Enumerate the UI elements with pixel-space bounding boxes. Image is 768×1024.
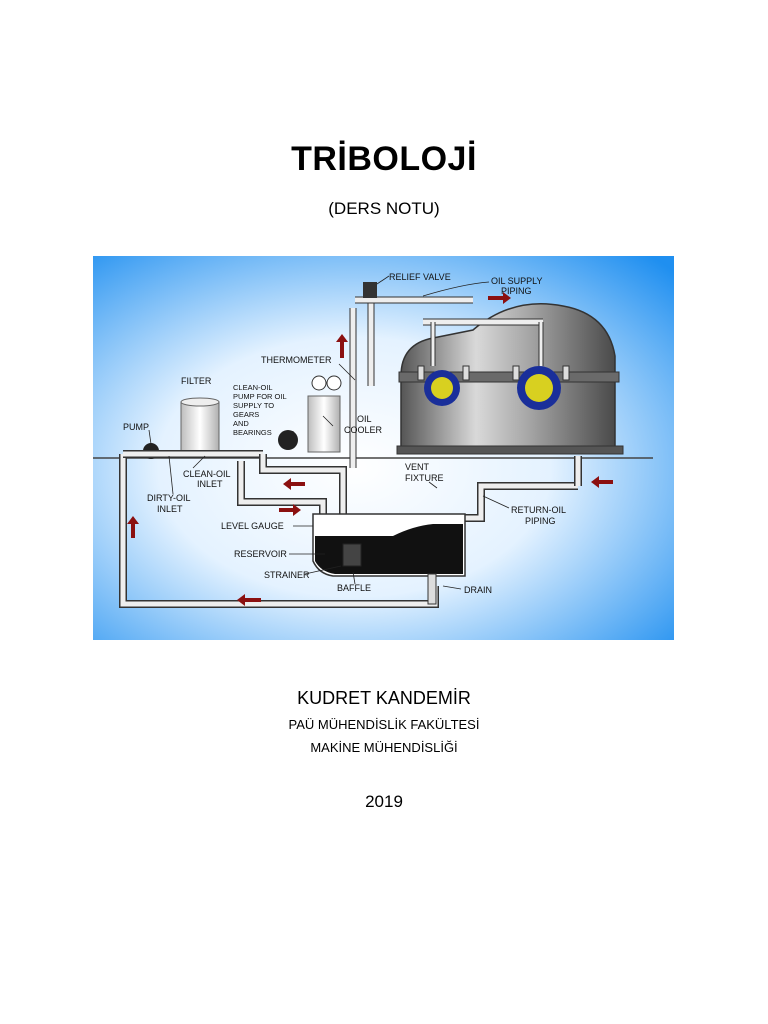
label-pump: PUMP xyxy=(123,422,149,432)
cooler-gauge-right xyxy=(326,375,342,391)
label-strainer: STRAINER xyxy=(264,570,310,580)
label-clean-oil-inlet-1: CLEAN-OIL xyxy=(183,469,231,479)
label-return-oil-piping-1: RETURN-OIL xyxy=(511,505,566,515)
label-reservoir: RESERVOIR xyxy=(234,549,287,559)
label-clean-oil-pump-3: SUPPLY TO xyxy=(233,401,274,410)
label-thermometer: THERMOMETER xyxy=(261,355,332,365)
label-relief-valve: RELIEF VALVE xyxy=(389,272,451,282)
label-dirty-oil-inlet-2: INLET xyxy=(157,504,183,514)
publication-year: 2019 xyxy=(365,792,403,811)
clean-oil-pump xyxy=(278,430,298,450)
document-subtitle: (DERS NOTU) xyxy=(328,199,440,218)
reservoir-tank xyxy=(312,513,466,605)
gear-housing xyxy=(396,303,624,455)
label-oil-supply-piping-1: OIL SUPPLY xyxy=(491,276,543,286)
label-return-oil-piping-2: PIPING xyxy=(525,516,556,526)
oil-cooler-unit xyxy=(307,395,341,453)
diagram-svg: RELIEF VALVE OIL SUPPLY PIPING THERMOMET… xyxy=(93,256,674,640)
affiliation-faculty: PAÜ MÜHENDİSLİK FAKÜLTESİ xyxy=(288,717,480,732)
label-clean-oil-pump-6: BEARINGS xyxy=(233,428,272,437)
strainer xyxy=(342,543,362,567)
oil-supply-piping xyxy=(349,296,544,468)
relief-valve-body xyxy=(363,282,377,298)
label-oil-supply-piping-2: PIPING xyxy=(501,286,532,296)
document-title: TRİBOLOJİ xyxy=(291,140,477,178)
label-oil-cooler-2: COOLER xyxy=(344,425,383,435)
cooler-gauge-left xyxy=(311,375,327,391)
label-clean-oil-pump: CLEAN-OIL PUMP FOR OIL SUPPLY TO GEARS A… xyxy=(233,383,287,437)
flow-arrows xyxy=(127,292,613,606)
label-clean-oil-pump-4: GEARS xyxy=(233,410,259,419)
label-drain: DRAIN xyxy=(464,585,492,595)
leader-lines xyxy=(148,275,510,590)
label-vent-fixture-1: VENT xyxy=(405,462,430,472)
label-level-gauge: LEVEL GAUGE xyxy=(221,521,284,531)
label-clean-oil-pump-5: AND xyxy=(233,419,249,428)
label-baffle: BAFFLE xyxy=(337,583,371,593)
label-clean-oil-pump-1: CLEAN-OIL xyxy=(233,383,273,392)
label-dirty-oil-inlet-1: DIRTY-OIL xyxy=(147,493,191,503)
label-clean-oil-inlet-2: INLET xyxy=(197,479,223,489)
label-vent-fixture-2: FIXTURE xyxy=(405,473,444,483)
author-name: KUDRET KANDEMİR xyxy=(297,688,471,708)
label-oil-cooler-1: OIL xyxy=(357,414,372,424)
lubrication-system-diagram: RELIEF VALVE OIL SUPPLY PIPING THERMOMET… xyxy=(93,256,674,640)
affiliation-department: MAKİNE MÜHENDİSLİĞİ xyxy=(310,740,458,755)
label-clean-oil-pump-2: PUMP FOR OIL xyxy=(233,392,287,401)
filter-canister xyxy=(180,401,220,455)
label-filter: FILTER xyxy=(181,376,212,386)
drain-pipe xyxy=(427,573,437,605)
